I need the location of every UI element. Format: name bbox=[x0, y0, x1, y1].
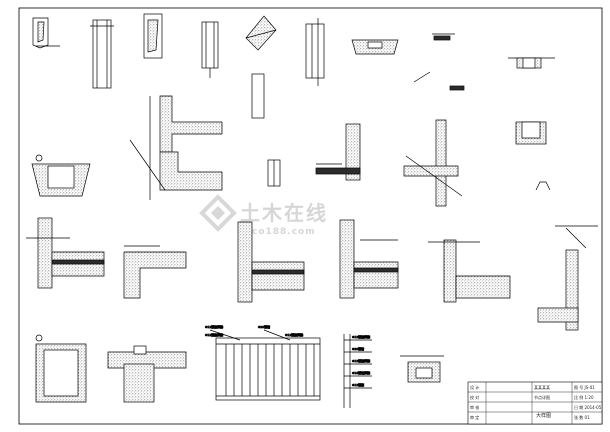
row4-details: Φ12钢筋焊接 Φ12钢筋焊接 Φ20钢管 Φ12钢筋焊接 Φ12钢筋焊接 Φ2… bbox=[35, 324, 444, 408]
row2-details bbox=[31, 73, 551, 207]
tb-label-3: 审 核 bbox=[470, 404, 479, 410]
detail-stair-handrail bbox=[343, 334, 372, 408]
sheet-border bbox=[18, 7, 603, 425]
detail-sump-pit bbox=[515, 121, 551, 191]
detail-floor-trench bbox=[351, 39, 399, 55]
detail-deep-trench bbox=[35, 334, 87, 403]
detail-vertical-wall bbox=[305, 18, 325, 86]
watermark-name: 土木在线 bbox=[240, 201, 328, 225]
detail-pipe-sleeve bbox=[201, 21, 219, 78]
tb-label-4: 审 定 bbox=[470, 414, 479, 420]
detail-roof-parapet-3 bbox=[237, 221, 305, 303]
detail-roof-parapet-5 bbox=[428, 239, 511, 303]
row3-details bbox=[26, 217, 598, 331]
tb-sheet: 节点详图 bbox=[534, 394, 550, 400]
detail-wall-column bbox=[90, 19, 114, 89]
detail-wall-slab-junction bbox=[315, 123, 361, 181]
tb-label-1: 设 计 bbox=[470, 384, 479, 390]
detail-roof-parapet-1 bbox=[26, 217, 105, 289]
tb-right-3: 日 期 2014-05 bbox=[574, 404, 602, 410]
tb-drawing-title: 大样图 bbox=[536, 412, 551, 419]
detail-wall-foundation bbox=[129, 95, 223, 200]
title-block: 设 计 校 对 审 核 审 定 某某某某 节点详图 大样图 图 号 JS-01 … bbox=[467, 381, 603, 425]
railing-callout-2: Φ12钢筋焊接 bbox=[205, 332, 223, 337]
detail-pipe-section bbox=[251, 73, 281, 187]
railing-callout-4: Φ12钢筋焊接 bbox=[285, 332, 303, 337]
row1-details bbox=[32, 13, 555, 91]
tb-right-2: 比 例 1:20 bbox=[574, 394, 594, 400]
tb-label-2: 校 对 bbox=[470, 394, 479, 400]
detail-u-gutter bbox=[31, 154, 91, 197]
watermark: 土木在线 co188.com bbox=[199, 194, 328, 237]
detail-inclined-beam bbox=[245, 15, 277, 51]
stair-callout-1: Φ12钢筋焊接 bbox=[352, 334, 370, 339]
stair-callout-2: Φ20钢管 bbox=[352, 346, 364, 351]
railing-balusters bbox=[225, 344, 315, 396]
railing-callout-3: Φ20钢管 bbox=[258, 324, 270, 329]
detail-roof-parapet-2 bbox=[123, 245, 187, 299]
railing-callout-1: Φ12钢筋焊接 bbox=[205, 324, 223, 329]
detail-canopy-beam bbox=[537, 225, 598, 331]
detail-small-lintel bbox=[432, 33, 455, 41]
detail-stair-nosing bbox=[403, 119, 463, 207]
detail-parapet-cap bbox=[32, 17, 60, 49]
detail-railing-elevation bbox=[209, 329, 321, 401]
detail-roof-parapet-4 bbox=[339, 219, 399, 299]
stair-callout-5: Φ12钢筋 bbox=[352, 382, 364, 387]
detail-settlement-joint bbox=[107, 345, 187, 403]
stair-callout-4: Φ16钢管焊接 bbox=[352, 370, 370, 375]
detail-drip-edge bbox=[413, 71, 465, 91]
detail-drain-box bbox=[400, 355, 444, 383]
detail-gutter-profile bbox=[143, 13, 163, 59]
tb-right-1: 图 号 JS-01 bbox=[574, 384, 595, 390]
stair-callout-3: Φ12钢筋焊接 bbox=[352, 358, 370, 363]
watermark-url: co188.com bbox=[252, 227, 316, 237]
watermark-logo-icon bbox=[199, 194, 237, 232]
detail-slab-opening bbox=[508, 57, 555, 69]
tb-project: 某某某某 bbox=[534, 384, 550, 390]
tb-right-4: 张 数 01 bbox=[574, 414, 590, 420]
